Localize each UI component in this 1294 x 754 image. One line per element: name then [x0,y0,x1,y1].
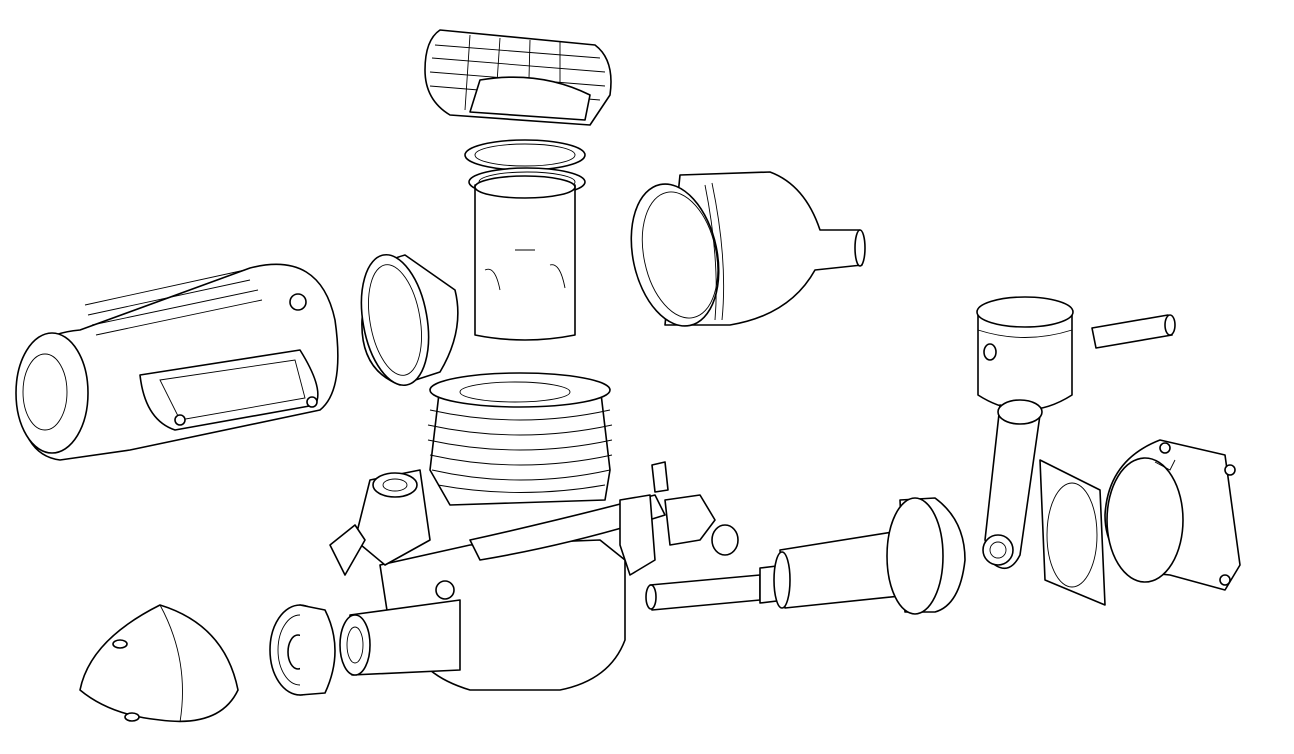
connecting-rod [982,399,1043,570]
wrist-pin [1091,314,1176,349]
muffler-body [15,263,339,461]
drive-washer [269,604,336,696]
muffler-cap [630,171,866,327]
cylinder-head [424,29,612,126]
cylinder-liner [474,175,576,341]
backplate [1104,439,1241,591]
spinner [79,604,239,723]
backplate-gasket [1039,459,1106,606]
crankshaft [645,497,966,615]
piston [976,296,1074,411]
intake-cone [360,253,459,387]
engine-block [329,372,739,691]
